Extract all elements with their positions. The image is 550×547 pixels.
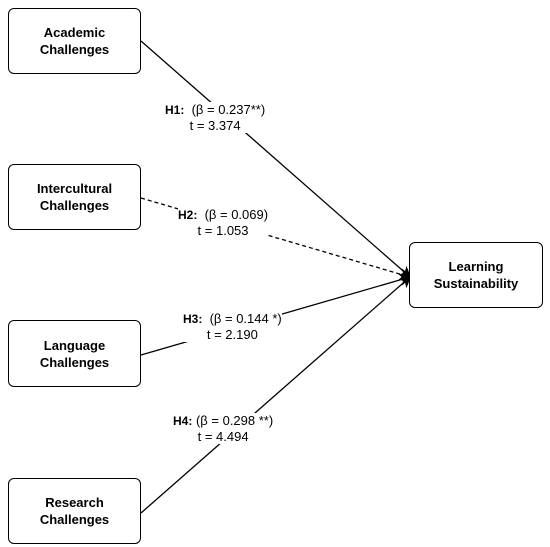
language-challenges-label-line1: Language [43,337,106,353]
intercultural-challenges-box: Intercultural Challenges [8,164,141,230]
h1-t-value: t = 3.374 [189,118,241,133]
h4-label: H4: (β = 0.298 **) t = 4.494 [173,413,274,444]
research-challenges-label-line1: Research [45,495,104,510]
language-challenges-box: Language Challenges [8,320,141,387]
h3-label: H3: (β = 0.144 *) t = 2.190 [183,311,282,342]
h2-t-value: t = 1.053 [197,223,249,238]
intercultural-challenges-label-line2: Challenges [39,198,110,213]
h4-beta: (β = 0.298 **) [195,413,274,428]
h1-id: H1: [165,103,185,117]
h3-id: H3: [183,312,203,326]
path-h1-line [140,40,412,279]
intercultural-challenges-label-line1: Intercultural [36,181,113,196]
h2-label: H2: (β = 0.069) t = 1.053 [178,207,269,238]
academic-challenges-label-line1: Academic [43,25,106,40]
h1-label: H1: (β = 0.237**) t = 3.374 [165,102,266,133]
h3-t-value: t = 2.190 [206,327,258,342]
h3-beta: (β = 0.144 *) [209,311,282,326]
h2-id: H2: [178,208,198,222]
h4-t-value: t = 4.494 [197,429,249,444]
h4-id: H4: [173,414,193,428]
path-h4-line [140,275,412,514]
research-challenges-box: Research Challenges [8,478,141,544]
academic-challenges-box: Academic Challenges [8,8,141,74]
learning-sustainability-label-line1: Learning [448,259,504,274]
language-challenges-label-line2: Challenges [39,354,110,370]
academic-challenges-label-line2: Challenges [39,42,110,57]
learning-sustainability-box: Learning Sustainability [409,242,543,308]
h2-beta: (β = 0.069) [204,207,269,222]
h1-beta: (β = 0.237**) [191,102,266,117]
learning-sustainability-label-line2: Sustainability [433,276,519,291]
path-h2-line [140,197,412,280]
research-challenges-label-line2: Challenges [39,512,110,527]
